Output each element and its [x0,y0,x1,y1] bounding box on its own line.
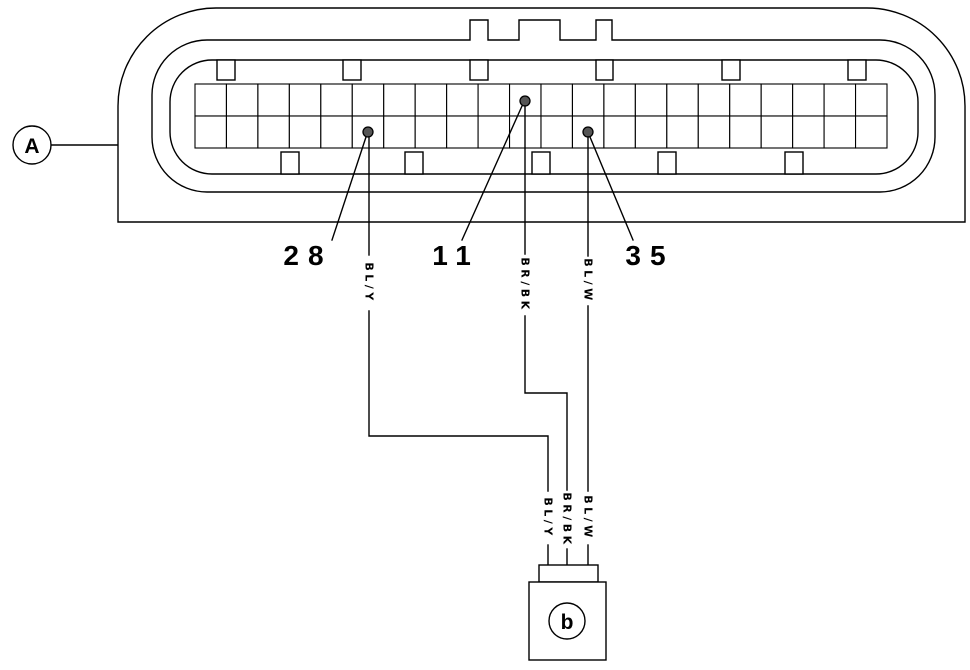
pin-cavity [603,115,636,149]
lower-locking-tabs [280,151,804,175]
pin-11-leader [461,105,523,241]
pin-cavity [414,115,448,149]
pin-11-label: 11 [432,240,480,271]
wire-bl-y-label-bottom: BL/Y [542,497,555,538]
wire-br-bk: BR/BK BR/BK [519,105,574,566]
pin-cavity [603,83,636,117]
pin-cavity [383,83,416,117]
pin-cavity [666,83,699,117]
pin-cavity [854,115,888,149]
pin-cavity [666,115,699,149]
connector-a-callout: A [12,125,119,165]
connector-b: b [528,564,607,661]
connector-b-header [538,564,599,583]
pin-28-terminal [362,126,374,138]
pin-cavity [383,115,416,149]
callout-a-label: A [24,135,39,158]
pin-cavity [823,83,857,117]
pin-35-label: 35 [625,240,674,271]
wire-bl-w-label-bottom: BL/W [582,495,595,541]
pin-cavity [634,115,668,149]
pin-cavity [571,83,605,117]
wire-bl-w: BL/W BL/W [582,136,595,566]
upper-locking-tabs [216,59,867,81]
callout-a-circle [12,125,52,165]
pin-cavity [477,115,511,149]
locking-tab [404,151,424,175]
pin-cavity [792,83,825,117]
pin-35-leader [589,136,634,241]
locking-tab [216,59,236,81]
pin-cavity [823,115,857,149]
pin-cavity [288,115,322,149]
pin-cavity [194,83,228,117]
pin-cavity [288,83,322,117]
locking-tab [531,151,551,175]
pin-cavity [729,115,762,149]
locking-tab [847,59,867,81]
connector-a-shell [151,19,936,193]
callout-b-label: b [561,611,574,634]
pin-labels: 28 11 35 [283,105,674,271]
wire-segment [368,310,549,492]
pin-28-leader [331,136,367,241]
pin-35-terminal [582,126,594,138]
pin-cavity [540,83,574,117]
pin-cavity [697,115,731,149]
pin-cavity [225,83,259,117]
pin-cavity [320,83,353,117]
pin-cavity [634,83,668,117]
locking-tab [280,151,300,175]
pin-cavity [414,83,448,117]
pin-cavity [351,83,385,117]
locking-tab [595,59,614,81]
pin-cavity [257,83,290,117]
pin-cavity [194,115,228,149]
pin-28-label: 28 [283,240,332,271]
pin-cavity [446,115,479,149]
locking-tab [721,59,741,81]
pin-cavity [760,83,794,117]
pin-cavity [729,83,762,117]
pin-cavity [477,83,511,117]
wire-br-bk-label-bottom: BR/BK [561,492,574,547]
pin-cavity [257,115,290,149]
pin-grid [194,83,888,149]
pin-cavity [697,83,731,117]
locking-tab [657,151,677,175]
wire-br-bk-label-top: BR/BK [519,257,532,312]
pin-cavity [760,115,794,149]
wire-bl-y: BL/Y BL/Y [363,136,555,566]
locking-tab [342,59,362,81]
pin-cavity [854,83,888,117]
wire-segment [524,315,568,491]
pin-cavity [792,115,825,149]
locking-tab [784,151,804,175]
pin-cavity [446,83,479,117]
pin-cavity [320,115,353,149]
wire-bl-w-label-top: BL/W [582,258,595,304]
pin-cavity [225,115,259,149]
pin-cavity [540,115,574,149]
callout-b-circle [548,602,586,640]
wire-bl-y-label-top: BL/Y [363,262,376,303]
pin-11-terminal [519,95,531,107]
locking-tab [469,59,489,81]
connector-a [117,7,966,223]
